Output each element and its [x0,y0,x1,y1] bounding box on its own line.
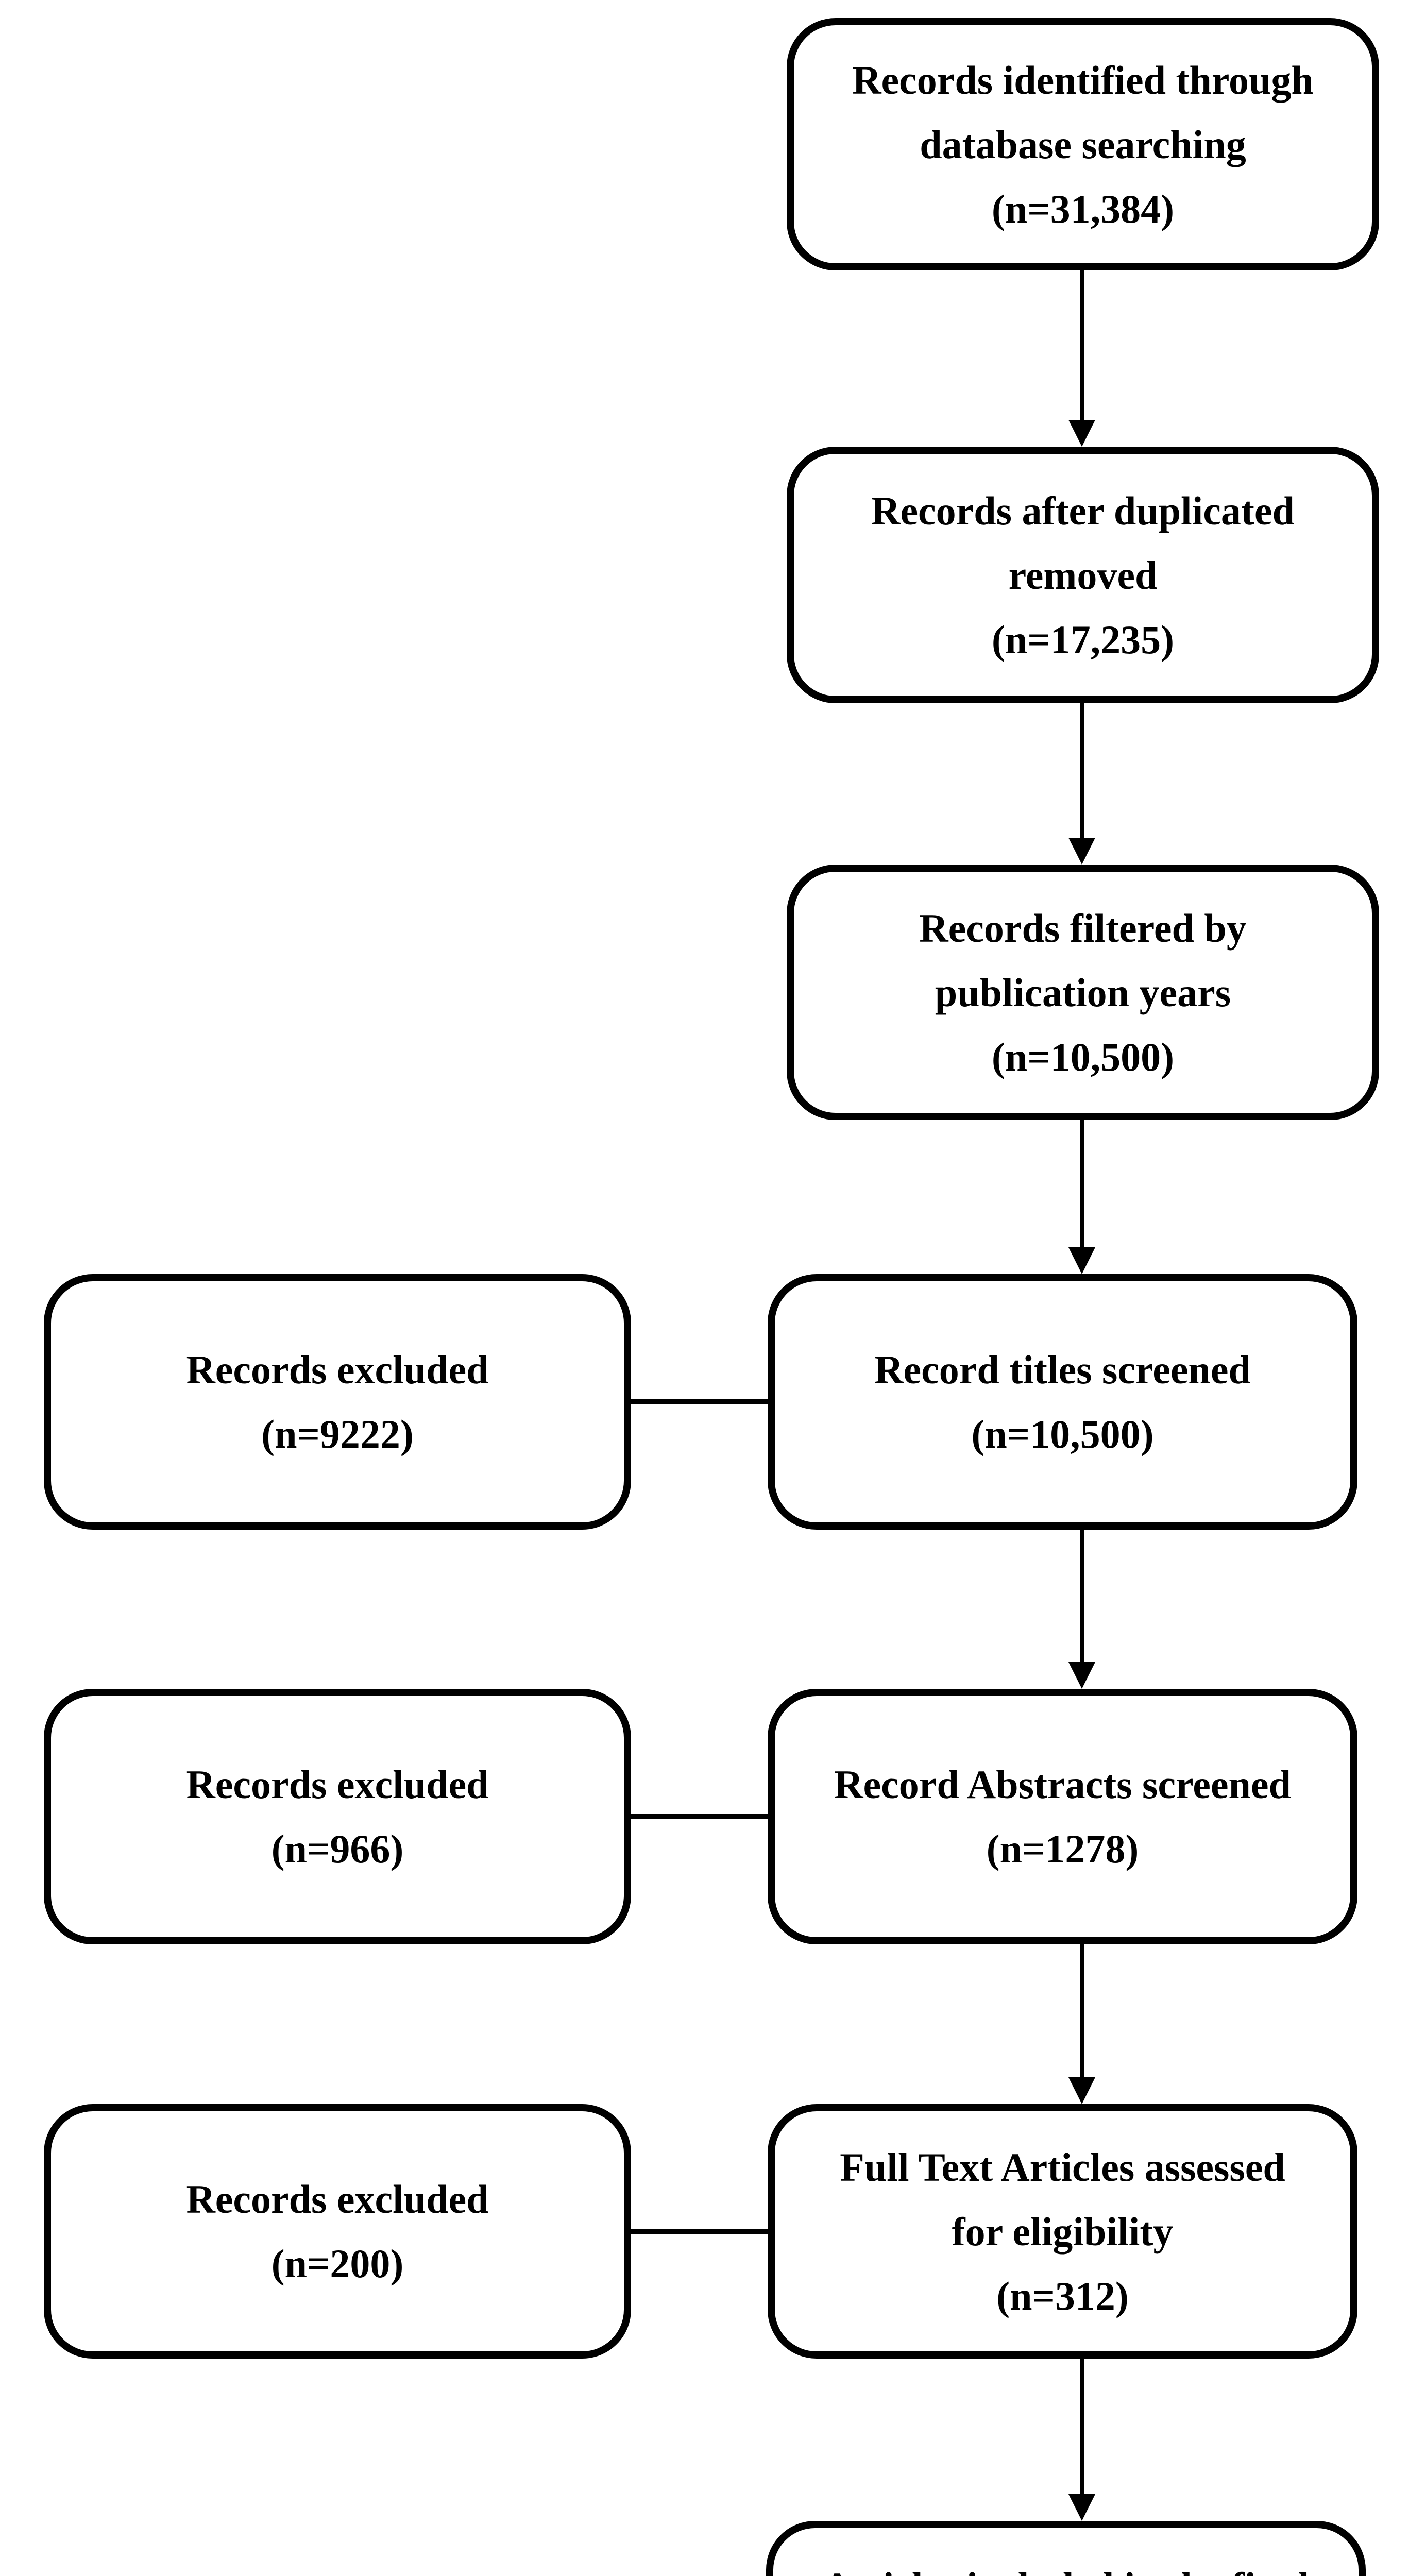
flow-box-abstracts-excluded: Records excluded (n=966) [44,1689,631,1944]
flow-box-records-filtered-label: Records filtered by publication years (n… [919,905,1247,1079]
flow-box-articles-included-label: Articles included in the final analysis … [812,2554,1320,2576]
flow-box-records-deduplicated: Records after duplicated removed (n=17,2… [787,447,1379,703]
flow-box-abstracts-excluded-label: Records excluded (n=966) [186,1762,489,1871]
connector-identified-to-deduplicated [1080,270,1084,421]
flow-box-articles-included: Articles included in the final analysis … [766,2521,1366,2576]
flow-box-records-deduplicated-label: Records after duplicated removed (n=17,2… [871,488,1295,662]
arrowhead-down-icon [1068,420,1095,447]
connector-fulltext-to-included [1080,2359,1084,2495]
flow-box-titles-screened-label: Record titles screened (n=10,500) [874,1347,1251,1456]
flow-box-titles-screened: Record titles screened (n=10,500) [768,1274,1357,1530]
flow-box-abstracts-screened-label: Record Abstracts screened (n=1278) [834,1762,1291,1871]
arrowhead-down-icon [1068,838,1095,865]
arrowhead-down-icon [1068,1247,1095,1274]
flow-box-fulltext-excluded-label: Records excluded (n=200) [186,2177,489,2286]
arrowhead-down-icon [1068,1662,1095,1689]
flow-box-abstracts-screened: Record Abstracts screened (n=1278) [768,1689,1357,1944]
flow-box-titles-excluded: Records excluded (n=9222) [44,1274,631,1530]
flow-box-records-identified-label: Records identified through database sear… [852,57,1314,231]
connector-titles-screened-to-excluded [631,1399,768,1404]
flow-box-fulltext-excluded: Records excluded (n=200) [44,2104,631,2359]
flow-box-fulltext-assessed: Full Text Articles assessed for eligibil… [768,2104,1357,2359]
connector-titles-to-abstracts [1080,1530,1084,1663]
flow-box-fulltext-assessed-label: Full Text Articles assessed for eligibil… [840,2144,1285,2318]
arrowhead-down-icon [1068,2077,1095,2104]
flow-box-titles-excluded-label: Records excluded (n=9222) [186,1347,489,1456]
connector-abstracts-screened-to-excluded [631,1814,768,1819]
connector-deduplicated-to-filtered [1080,703,1084,839]
flow-box-records-identified: Records identified through database sear… [787,18,1379,270]
arrowhead-down-icon [1068,2494,1095,2521]
connector-fulltext-assessed-to-excluded [631,2229,768,2234]
connector-abstracts-to-fulltext [1080,1944,1084,2078]
connector-filtered-to-titles-screened [1080,1120,1084,1248]
flow-box-records-filtered: Records filtered by publication years (n… [787,865,1379,1120]
